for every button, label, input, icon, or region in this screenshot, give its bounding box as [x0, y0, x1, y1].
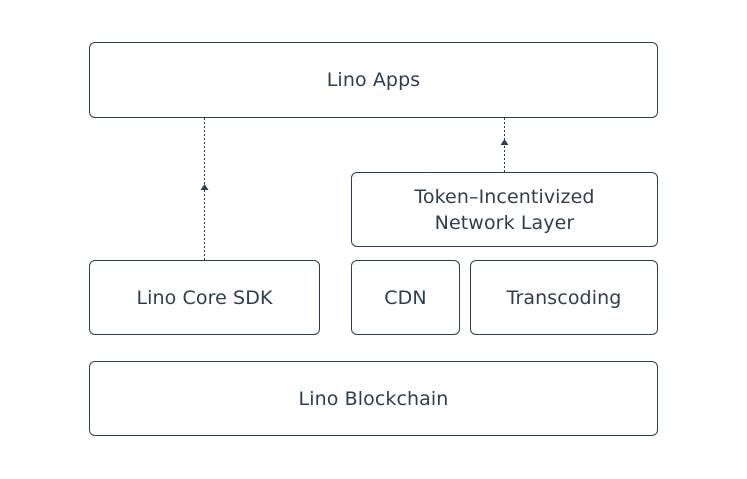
node-label: CDN — [384, 286, 427, 309]
node-lino-blockchain: Lino Blockchain — [89, 361, 658, 436]
node-label: Token–Incentivized Network Layer — [414, 185, 595, 234]
arrowhead-core-sdk-to-apps — [200, 184, 209, 190]
node-label: Lino Blockchain — [298, 387, 449, 410]
node-cdn: CDN — [351, 260, 460, 335]
node-lino-apps: Lino Apps — [89, 42, 658, 118]
node-token-incentivized-network-layer: Token–Incentivized Network Layer — [351, 172, 658, 247]
node-label: Lino Core SDK — [136, 286, 273, 309]
arrowhead-token-layer-to-apps — [500, 139, 509, 145]
node-label: Lino Apps — [326, 69, 421, 91]
node-label: Transcoding — [506, 286, 622, 309]
node-lino-core-sdk: Lino Core SDK — [89, 260, 320, 335]
node-transcoding: Transcoding — [470, 260, 658, 335]
